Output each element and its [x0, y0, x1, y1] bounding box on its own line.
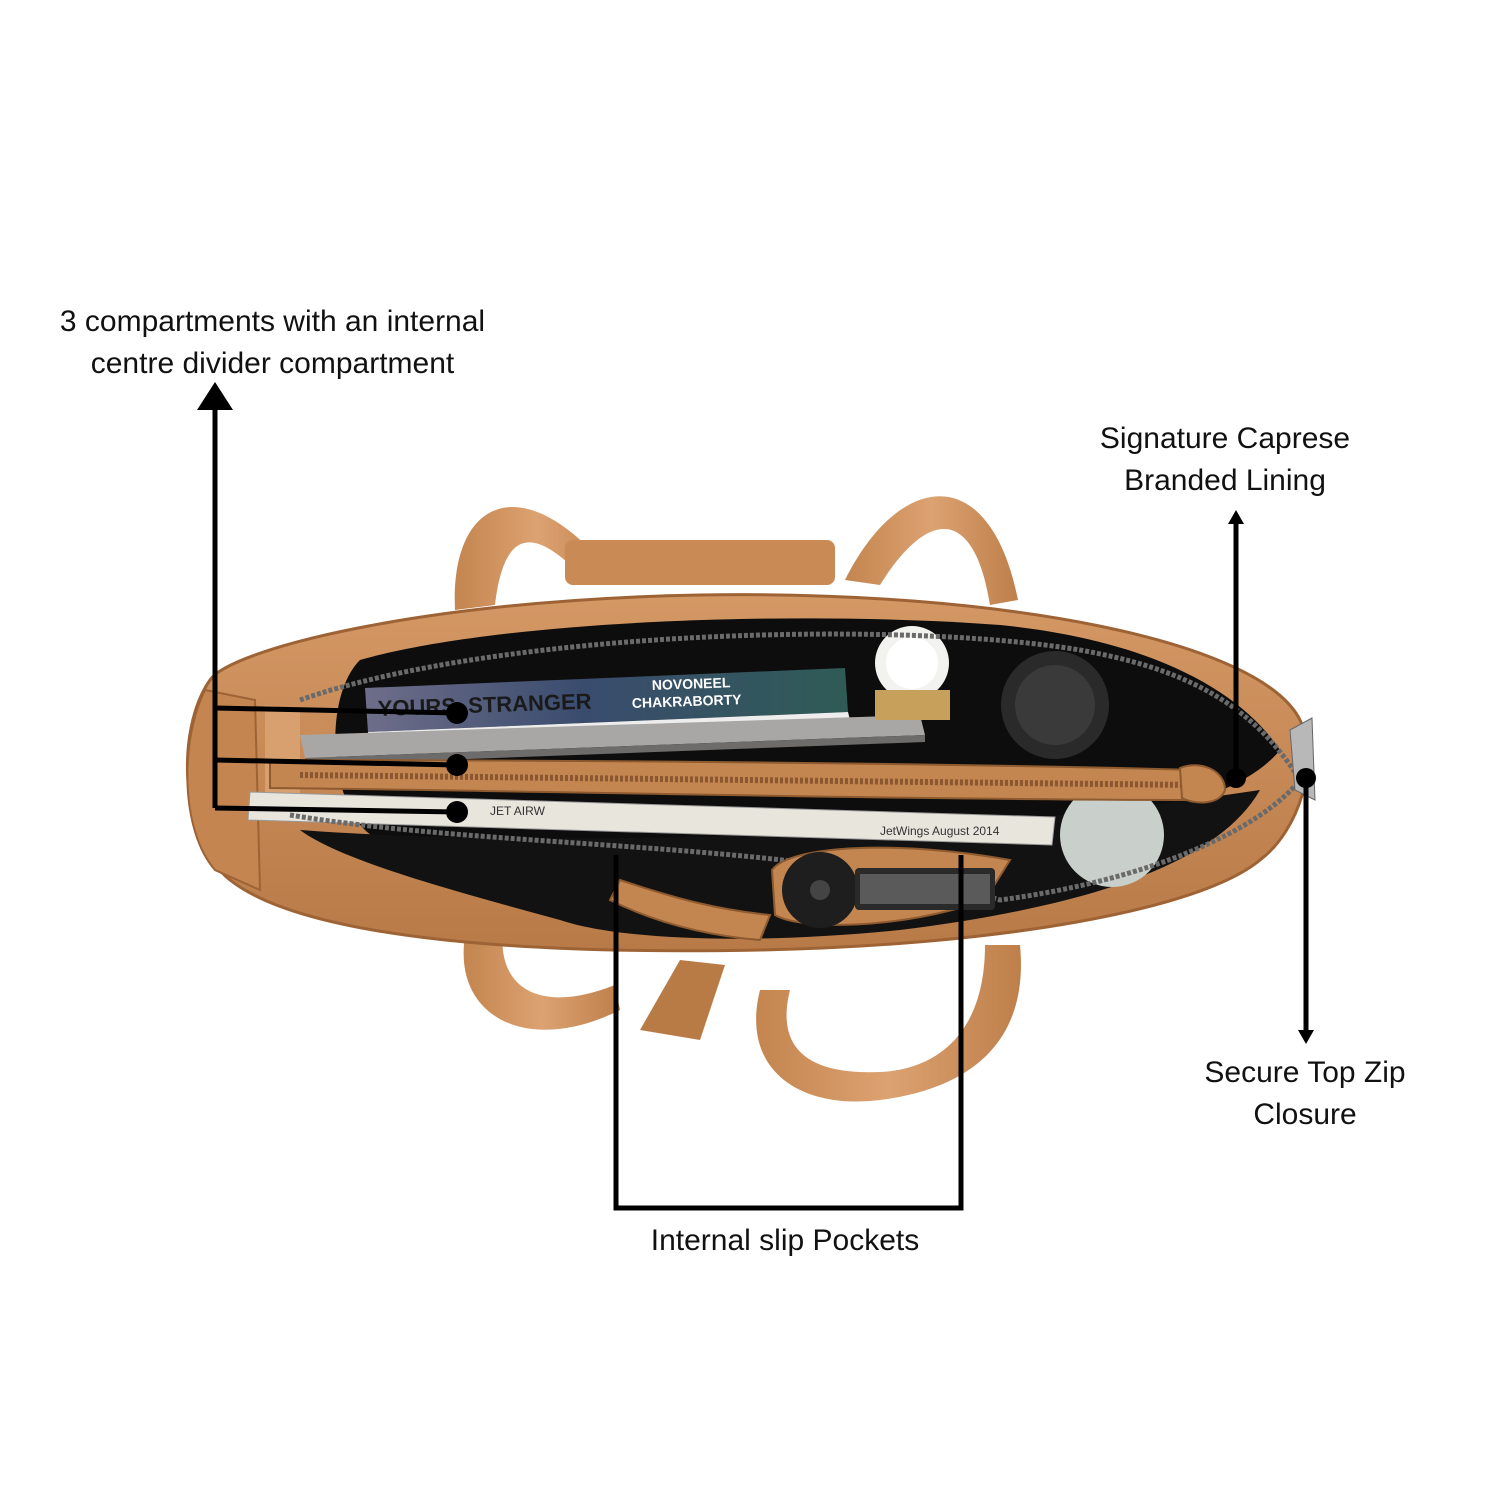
back-handles [454, 496, 1018, 610]
callout-pockets-line1: Internal slip Pockets [650, 1224, 920, 1257]
callout-compartments-line2: centre divider compartment [90, 347, 455, 380]
bottles [875, 626, 1164, 887]
centre-divider [269, 758, 1227, 804]
callout-lining-line2: Branded Lining [1124, 464, 1326, 497]
compartment-3-leader [214, 805, 458, 815]
callout-compartments-line1: 3 compartments with an internal [59, 305, 486, 338]
book-author-last: CHAKRABORTY [632, 691, 743, 711]
zip-dot [1296, 768, 1316, 788]
callout-zip: Secure Top Zip Closure [1170, 1052, 1440, 1136]
arrow-up-icon [197, 382, 233, 410]
book-author-first: NOVONEEL [652, 674, 732, 693]
compartment-2-leader [214, 757, 458, 768]
pockets-bracket [613, 855, 964, 1211]
magazine-spine-right: JetWings August 2014 [880, 824, 1000, 838]
annotation-markers [197, 382, 1316, 1044]
callout-lining-line1: Signature Caprese [1099, 422, 1351, 455]
callout-zip-line2: Closure [1253, 1098, 1357, 1131]
magazine-spine-left: JET AIRW [490, 804, 546, 818]
callout-lining: Signature Caprese Branded Lining [1075, 418, 1375, 502]
arrow-up-icon [1228, 510, 1244, 524]
compartment-2-dot [446, 754, 468, 776]
callout-zip-line1: Secure Top Zip [1204, 1056, 1406, 1089]
compartment-1-dot [446, 702, 468, 724]
annotations [212, 405, 1309, 1211]
compartment-1-leader [214, 705, 458, 716]
front-handles [463, 915, 1021, 1102]
callout-pockets: Internal slip Pockets [615, 1220, 955, 1262]
callout-compartments: 3 compartments with an internal centre d… [20, 301, 525, 385]
arrow-down-icon [1298, 1030, 1314, 1044]
compartment-3-dot [446, 801, 468, 823]
lining-dot [1226, 768, 1246, 788]
